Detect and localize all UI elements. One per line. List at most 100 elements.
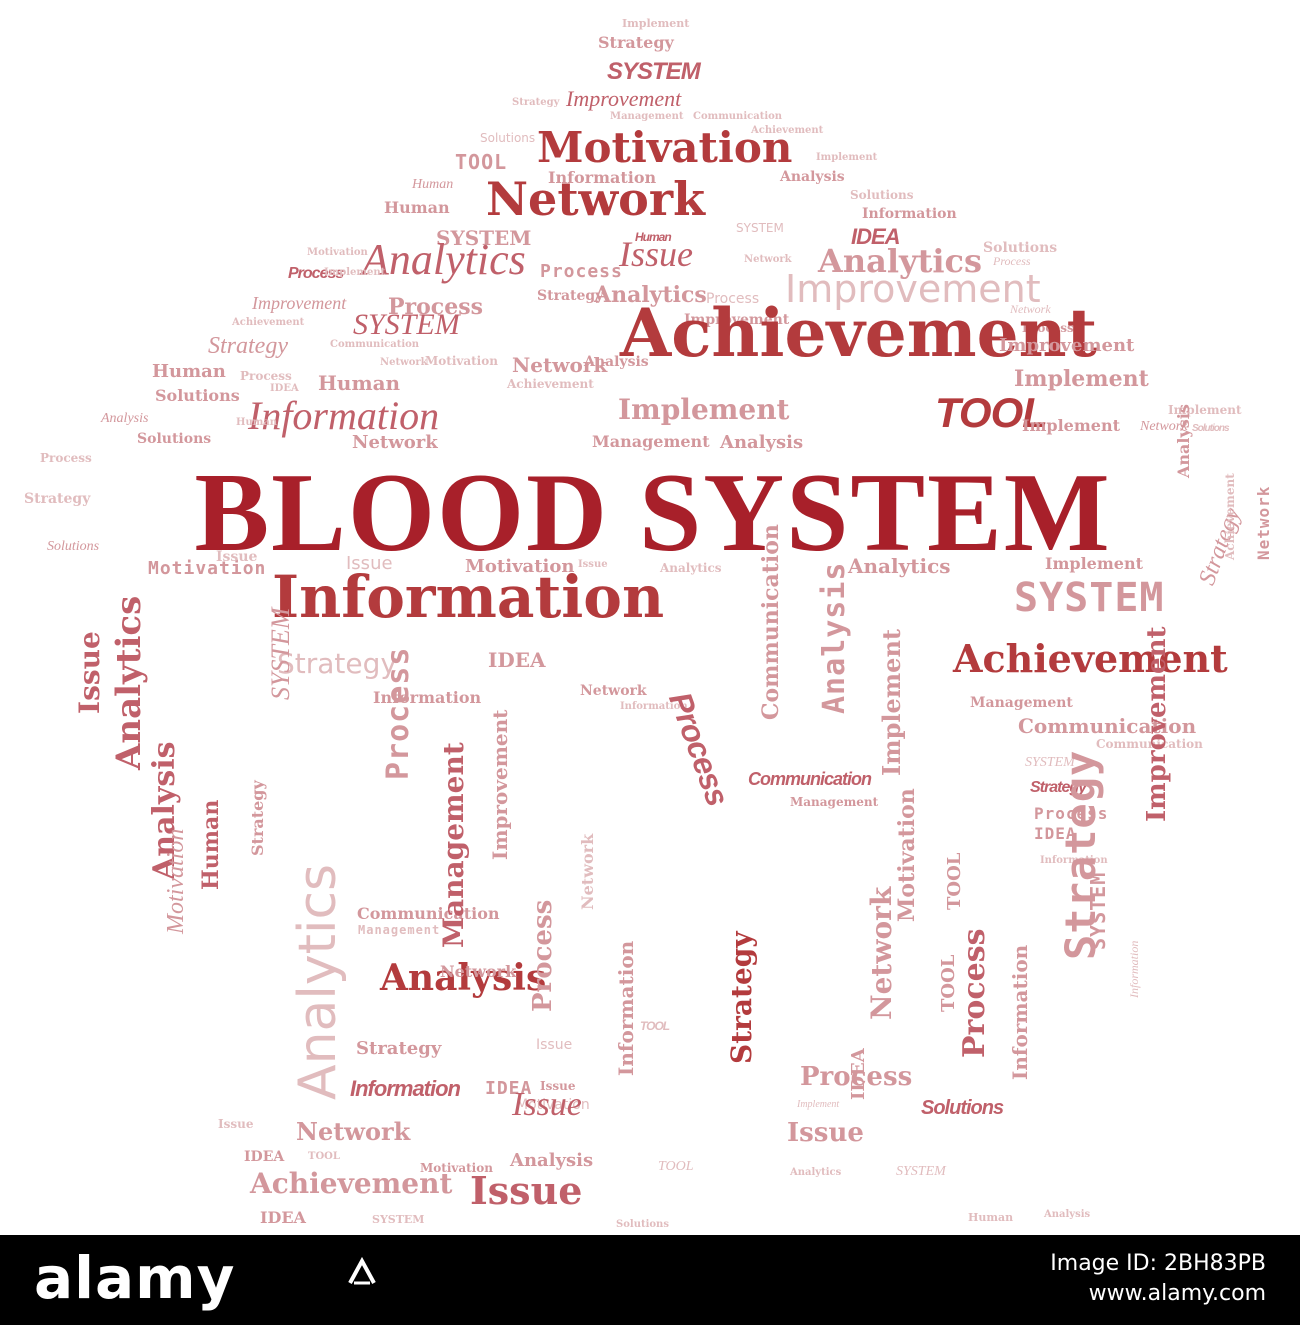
cloud-word-process: Process	[388, 294, 483, 320]
cloud-word-solutions: Solutions	[850, 188, 914, 202]
cloud-word-implement: Implement	[1168, 403, 1242, 417]
cloud-word-system: SYSTEM	[1025, 755, 1075, 770]
brand-mark-icon	[348, 1256, 376, 1285]
cloud-word-process: Process	[662, 687, 737, 811]
cloud-word-system: SYSTEM	[1086, 871, 1110, 950]
cloud-word-motivation: Motivation	[307, 247, 368, 258]
cloud-word-issue: Issue	[218, 1117, 254, 1131]
cloud-word-strategy: Strategy	[1030, 779, 1087, 796]
cloud-word-idea: IDEA	[488, 648, 546, 672]
cloud-word-human: Human	[968, 1211, 1014, 1224]
cloud-word-communication: Communication	[693, 111, 783, 122]
cloud-word-human: Human	[198, 799, 224, 890]
cloud-word-strategy: Strategy	[537, 288, 604, 304]
cloud-word-achievement: Achievement	[751, 125, 824, 136]
cloud-word-analysis: Analysis	[720, 432, 804, 453]
cloud-word-network: Network	[578, 833, 597, 910]
cloud-word-implement: Implement	[1014, 366, 1149, 392]
cloud-word-solutions: Solutions	[1192, 423, 1230, 434]
cloud-word-network: Network	[512, 353, 608, 377]
cloud-word-improvement: Improvement	[684, 312, 790, 328]
cloud-word-issue: Issue	[346, 553, 393, 574]
cloud-word-network: Network	[1254, 485, 1273, 560]
cloud-word-human: Human	[152, 361, 226, 382]
cloud-word-human: Human	[635, 230, 672, 244]
cloud-word-analysis: Analysis	[1174, 404, 1193, 478]
cloud-word-communication: Communication	[357, 904, 500, 923]
cloud-word-improvement: Improvement	[488, 709, 512, 860]
cloud-word-tool: TOOL	[308, 1151, 340, 1162]
cloud-word-strategy: Strategy	[598, 33, 674, 52]
cloud-word-analytics: Analytics	[594, 282, 707, 308]
cloud-word-improvement: Improvement	[566, 86, 682, 111]
cloud-word-network: Network	[1010, 302, 1051, 316]
cloud-word-tool: TOOL	[938, 954, 959, 1012]
cloud-word-human: Human	[318, 371, 401, 395]
cloud-word-issue: Issue	[73, 631, 106, 714]
cloud-word-achievement: Achievement	[1223, 473, 1237, 560]
cloud-word-strategy: Strategy	[24, 491, 91, 507]
cloud-word-analytics: Analytics	[288, 863, 348, 1100]
cloud-word-issue: Issue	[216, 549, 258, 565]
cloud-word-solutions: Solutions	[616, 1219, 669, 1230]
cloud-word-network: Network	[352, 432, 438, 453]
cloud-word-issue: Issue	[540, 1079, 576, 1093]
cloud-word-achievement: Achievement	[620, 294, 1098, 372]
cloud-word-human: Human	[412, 177, 454, 192]
cloud-word-issue: Issue	[787, 1118, 864, 1148]
cloud-word-system: SYSTEM	[436, 226, 532, 250]
cloud-word-information: Information	[1127, 940, 1141, 998]
cloud-word-analysis: Analysis	[1044, 1209, 1091, 1220]
cloud-word-idea: IDEA	[244, 1149, 285, 1165]
cloud-word-strategy: Strategy	[1194, 504, 1246, 589]
cloud-word-motivation: Motivation	[425, 354, 498, 368]
site-url: www.alamy.com	[1088, 1281, 1266, 1306]
cloud-word-tool: TOOL	[658, 1159, 694, 1174]
cloud-word-information: Information	[614, 940, 638, 1076]
cloud-word-network: Network	[440, 962, 517, 981]
cloud-word-management: Management	[970, 695, 1073, 711]
cloud-word-achievement: Achievement	[507, 377, 594, 391]
cloud-word-strategy: Strategy	[248, 780, 267, 856]
cloud-word-motivation: Motivation	[516, 1097, 590, 1113]
cloud-word-process: Process	[40, 451, 92, 465]
cloud-word-process: Process	[957, 928, 992, 1058]
cloud-word-tool: TOOL	[935, 389, 1048, 436]
cloud-word-solutions: Solutions	[137, 431, 212, 447]
cloud-word-information: Information	[373, 688, 482, 707]
cloud-word-strategy: Strategy	[512, 97, 560, 108]
cloud-word-management: Management	[592, 432, 710, 451]
watermark-footer: alamy Image ID: 2BH83PB www.alamy.com	[0, 1235, 1300, 1325]
cloud-word-management: Management	[358, 923, 441, 937]
cloud-word-human: Human	[384, 198, 450, 217]
brand-logo: alamy	[34, 1244, 236, 1312]
cloud-word-idea: IDEA	[1034, 824, 1077, 843]
cloud-word-network: Network	[580, 683, 647, 699]
cloud-word-information: Information	[548, 168, 657, 187]
cloud-word-achievement: Achievement	[232, 317, 305, 328]
cloud-word-information: Information	[1008, 944, 1032, 1080]
cloud-word-process: Process	[800, 1062, 913, 1092]
cloud-word-strategy: Strategy	[356, 1038, 442, 1059]
cloud-word-improvement: Improvement	[999, 335, 1135, 356]
cloud-word-communication: Communication	[1018, 714, 1197, 738]
cloud-word-motivation: Motivation	[465, 556, 575, 577]
cloud-word-process: Process	[706, 291, 760, 307]
cloud-word-implement: Implement	[618, 393, 790, 426]
cloud-word-process: Process	[528, 899, 558, 1012]
cloud-word-implement: Implement	[324, 267, 386, 278]
cloud-word-process: Process	[1022, 321, 1074, 335]
cloud-word-tool: TOOL	[640, 1019, 670, 1033]
cloud-word-information: Information	[248, 393, 440, 438]
cloud-word-network: Network	[296, 1117, 411, 1146]
cloud-word-implement: Implement	[877, 629, 906, 776]
cloud-word-implement: Implement	[622, 17, 690, 30]
cloud-word-motivation: Motivation	[537, 123, 793, 172]
cloud-word-information: Information	[620, 701, 688, 712]
cloud-word-achievement: Achievement	[953, 636, 1228, 681]
cloud-word-system: SYSTEM	[736, 221, 784, 235]
cloud-word-system: SYSTEM	[1014, 575, 1165, 621]
cloud-word-network: Network	[380, 357, 428, 368]
cloud-word-improvement: Improvement	[785, 267, 1041, 311]
cloud-word-idea: IDEA	[260, 1208, 306, 1227]
